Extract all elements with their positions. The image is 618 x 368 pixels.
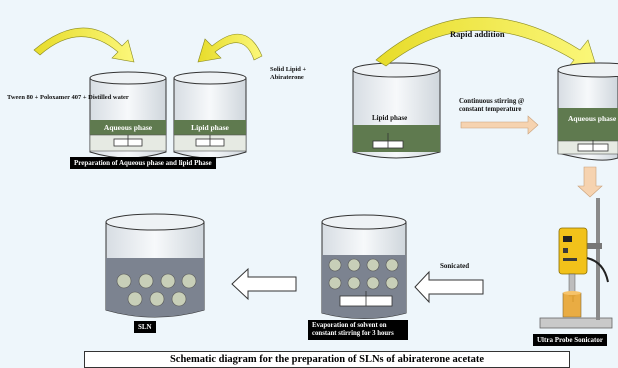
rapid-addition-label: Rapid addition	[450, 29, 505, 39]
tween-label: Tween 80 + Poloxamer 407 + Distilled wat…	[7, 94, 129, 101]
beaker-evaporation	[321, 214, 407, 319]
aqueous-phase-label-1: Aqueous phase	[103, 123, 153, 132]
ultra-probe-label: Ultra Probe Sonicator	[533, 334, 607, 346]
lipid-phase-label-2: Lipid phase	[372, 114, 408, 122]
yellow-arrow-left	[33, 27, 135, 63]
evaporation-label: Evaporation of solvent on constant stirr…	[308, 320, 408, 340]
beaker-sln	[105, 213, 205, 318]
beaker-aqueous-2	[557, 62, 618, 161]
ultra-probe-sonicator	[539, 198, 613, 329]
arrow-sonicated	[414, 270, 484, 304]
beaker-aqueous-1	[89, 71, 167, 159]
beaker-lipid-1	[173, 71, 247, 159]
down-arrow-sonicator	[577, 166, 603, 198]
solid-lipid-label: Solid Lipid + Abiraterone	[270, 66, 307, 81]
continuous-stirring-label: Continuous stirring @ constant temperatu…	[459, 98, 525, 113]
lipid-phase-label-1: Lipid phase	[191, 123, 229, 132]
arrow-to-aqueous-2	[460, 115, 539, 135]
beaker-lipid-2	[352, 62, 441, 159]
sln-label: SLN	[134, 321, 156, 333]
yellow-arrow-right	[197, 33, 263, 63]
preparation-label-box: Preparation of Aqueous phase and lipid P…	[70, 157, 216, 169]
aqueous-phase-label-2: Aqueous phase	[568, 114, 617, 123]
sonicated-label: Sonicated	[440, 262, 470, 270]
figure-caption: Schematic diagram for the preparation of…	[84, 351, 570, 368]
arrow-to-sln	[231, 267, 297, 301]
